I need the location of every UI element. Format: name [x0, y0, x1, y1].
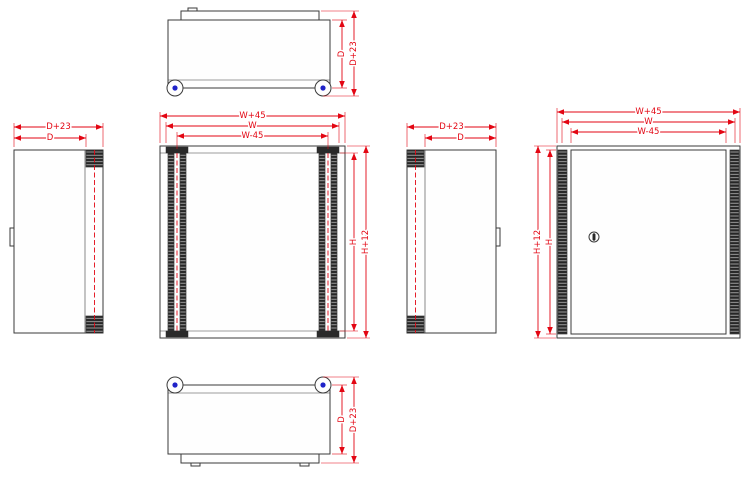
- top-view-enclosure-body: [167, 19, 331, 89]
- right-side-dim-label-d: D: [457, 133, 464, 143]
- front-open-enclosure-frame: [159, 145, 346, 339]
- front-door-dim-label-h: H: [545, 239, 555, 245]
- front-open-dim-label-h-plus: H+12: [361, 230, 371, 254]
- front-door-enclosure-frame: [556, 145, 741, 339]
- bottom-view-dim-label-d: D: [337, 416, 347, 423]
- bottom-view-gland-flange: [180, 453, 320, 464]
- top-view-dim-label-d: D: [337, 50, 347, 57]
- front-door-hinge-strip-right: [729, 149, 740, 335]
- top-view: D D+23: [166, 7, 361, 97]
- front-door-dim-label-h-plus: H+12: [533, 230, 543, 254]
- left-side-body: [13, 149, 104, 334]
- left-side-dim-label-d: D: [47, 133, 54, 143]
- front-door-dim-label-w: W: [644, 117, 653, 127]
- bottom-view: D D+23: [166, 376, 361, 467]
- right-side-wall-tab: [495, 227, 501, 247]
- front-door-lock-slot: [592, 233, 596, 241]
- bottom-view-enclosure-body: [167, 384, 331, 455]
- bottom-view-mount-hole-left: [172, 382, 178, 388]
- bottom-view-mount-hole-right: [320, 382, 326, 388]
- top-view-mount-hole-right: [320, 85, 326, 91]
- right-side-view: D+23 D: [406, 121, 501, 334]
- top-view-dim-label-d-plus: D+23: [349, 41, 359, 65]
- bottom-view-wall-tab-left: [190, 462, 201, 467]
- bottom-view-wall-tab-right: [299, 462, 310, 467]
- front-door-dim-label-w-plus: W+45: [635, 107, 661, 117]
- front-door-view: W+45 W W-45 H+12 H: [532, 106, 741, 339]
- left-side-dim-label-d-plus: D+23: [46, 122, 70, 132]
- left-side-view: D+23 D: [9, 121, 104, 334]
- bottom-view-dim-label-d-plus: D+23: [349, 408, 359, 432]
- top-view-roof-flange: [180, 10, 320, 21]
- front-door-hinge-strip-left: [557, 149, 568, 335]
- front-open-dim-label-w-plus: W+45: [239, 111, 265, 121]
- front-open-dim-label-h: H: [349, 239, 359, 245]
- front-door-panel: [570, 149, 727, 335]
- right-side-body: [406, 149, 497, 334]
- front-door-dim-label-w-minus: W-45: [638, 127, 660, 137]
- top-view-mount-hole-left: [172, 85, 178, 91]
- left-side-wall-tab: [9, 227, 15, 247]
- front-open-view: W+45 W W-45 H H+12: [159, 110, 373, 339]
- right-side-dim-label-d-plus: D+23: [439, 122, 463, 132]
- front-open-dim-label-w-minus: W-45: [242, 131, 264, 141]
- front-open-dim-label-w: W: [248, 121, 257, 131]
